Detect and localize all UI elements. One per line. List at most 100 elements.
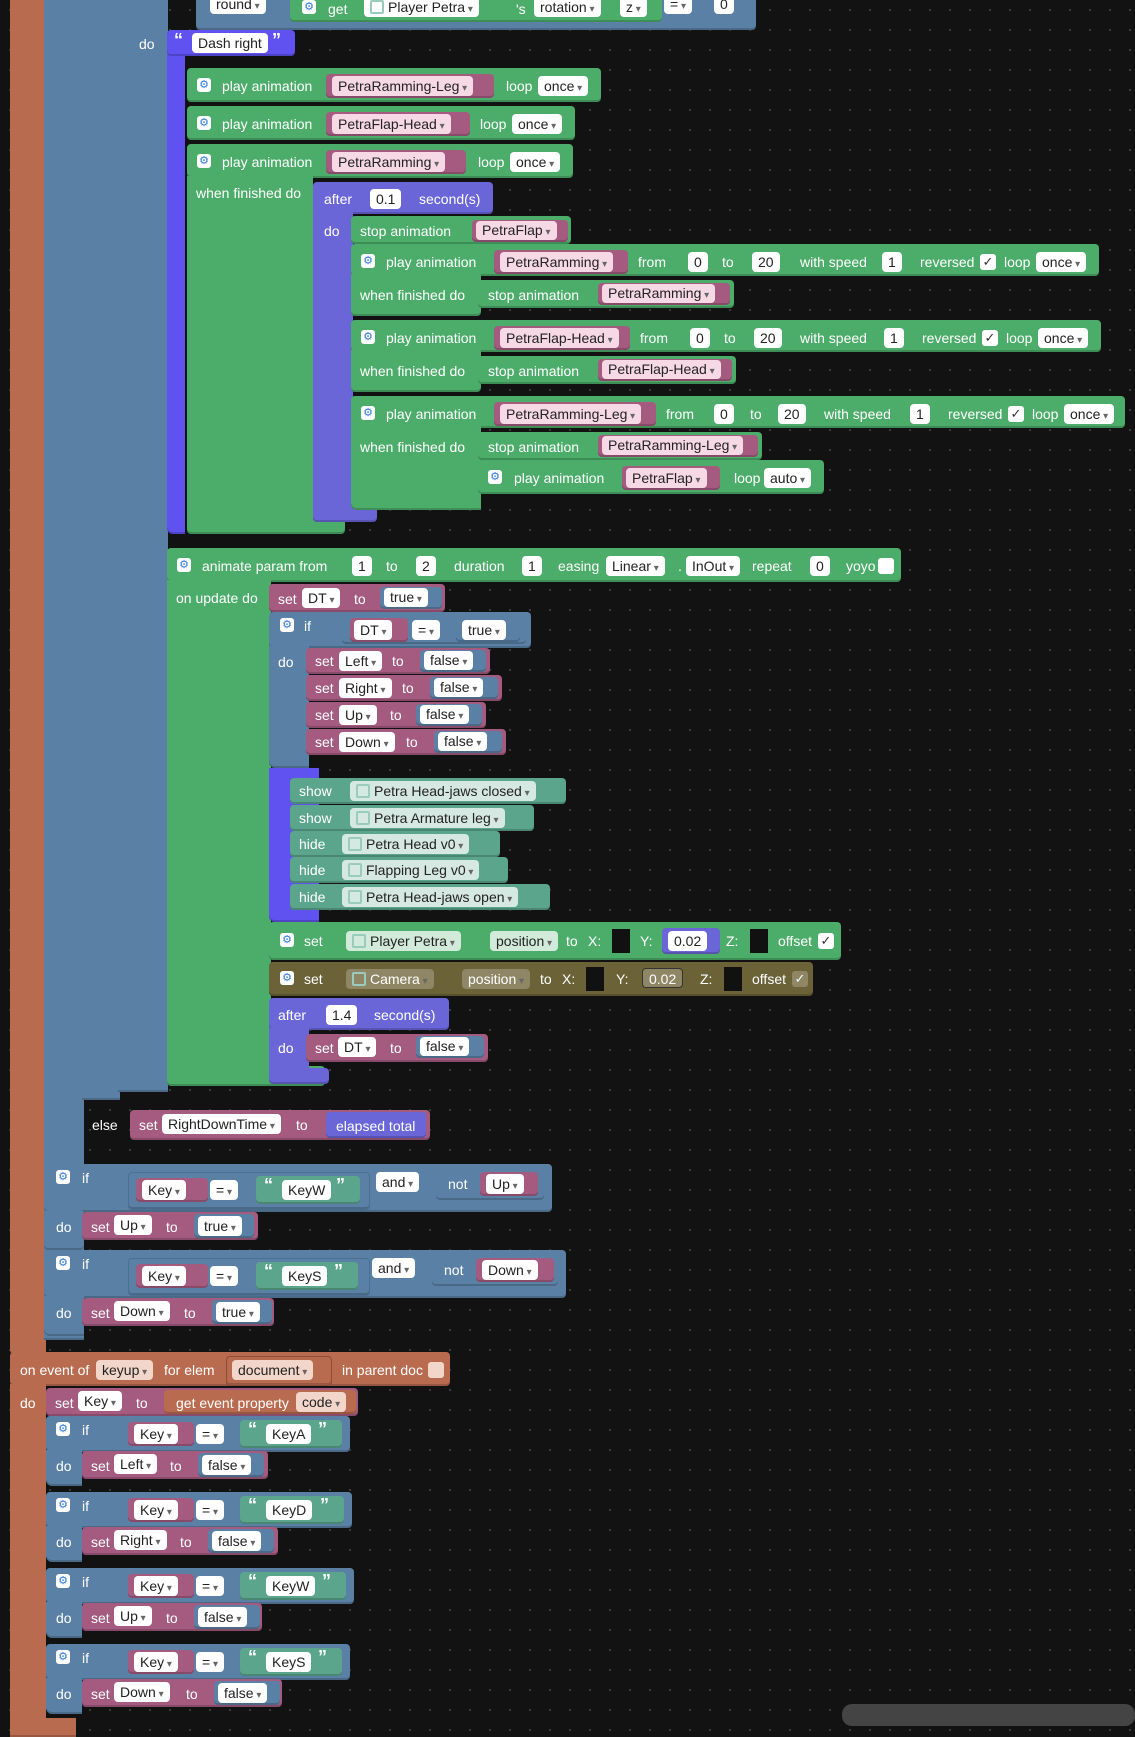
object-dropdown[interactable]: Petra Head-jaws open xyxy=(342,887,519,907)
gear-icon[interactable]: ⚙ xyxy=(56,1498,70,1512)
range-play-block[interactable] xyxy=(351,320,1101,352)
offset-checkbox[interactable]: ✓ xyxy=(818,933,834,949)
bool-dropdown[interactable]: false xyxy=(434,678,484,697)
var-dropdown[interactable]: Key xyxy=(142,1266,186,1286)
op-dropdown[interactable]: = xyxy=(196,1576,224,1596)
op-dropdown[interactable]: = xyxy=(196,1500,224,1520)
var-dropdown[interactable]: Down xyxy=(114,1301,170,1321)
reversed-checkbox[interactable]: ✓ xyxy=(1008,406,1024,422)
after-seconds-field[interactable]: 0.1 xyxy=(370,189,402,209)
speed-field[interactable]: 1 xyxy=(910,404,930,424)
from-field[interactable]: 0 xyxy=(714,404,734,424)
text-field[interactable]: KeyS xyxy=(266,1652,312,1672)
if-frame[interactable] xyxy=(46,1526,82,1562)
gear-icon[interactable]: ⚙ xyxy=(56,1170,70,1184)
var-dropdown[interactable]: Left xyxy=(339,651,383,671)
loop-dropdown[interactable]: once xyxy=(1036,252,1087,272)
var-dropdown[interactable]: Key xyxy=(134,1424,178,1444)
parent-doc-checkbox[interactable] xyxy=(428,1362,444,1378)
gear-icon[interactable]: ⚙ xyxy=(197,116,211,130)
to-field[interactable]: 20 xyxy=(754,328,782,348)
var-dropdown[interactable]: Down xyxy=(482,1260,538,1280)
anim-dropdown[interactable]: PetraFlap-Head xyxy=(332,114,451,134)
gear-icon[interactable]: ⚙ xyxy=(56,1256,70,1270)
gear-icon[interactable]: ⚙ xyxy=(361,330,375,344)
loop-dropdown[interactable]: once xyxy=(512,114,563,134)
object-dropdown[interactable]: Petra Head-jaws closed xyxy=(350,781,536,801)
to-field[interactable]: 2 xyxy=(416,556,436,576)
speed-field[interactable]: 1 xyxy=(882,252,902,272)
dash-comment-frame[interactable] xyxy=(167,54,185,534)
property-dropdown[interactable]: position xyxy=(462,969,531,989)
y-field[interactable]: 0.02 xyxy=(668,931,708,951)
bool-dropdown[interactable]: true xyxy=(216,1302,260,1322)
anim-dropdown[interactable]: PetraRamming-Leg xyxy=(602,436,744,455)
offset-checkbox[interactable]: ✓ xyxy=(792,971,808,987)
anim-dropdown[interactable]: PetraRamming xyxy=(602,284,716,303)
bool-dropdown[interactable]: true xyxy=(384,588,428,607)
x-input-slot[interactable] xyxy=(586,967,604,991)
bool-dropdown[interactable]: true xyxy=(198,1216,242,1236)
if-frame[interactable] xyxy=(44,1296,84,1336)
loop-dropdown[interactable]: once xyxy=(510,152,561,172)
text-field[interactable]: KeyW xyxy=(266,1576,316,1596)
value-field[interactable]: 0 xyxy=(714,0,734,14)
y-field[interactable]: 0.02 xyxy=(642,968,684,988)
property-dropdown[interactable]: code xyxy=(296,1392,347,1412)
op-dropdown[interactable]: = xyxy=(210,1266,238,1286)
var-dropdown[interactable]: Up xyxy=(114,1215,152,1235)
var-dropdown[interactable]: Key xyxy=(134,1652,178,1672)
elapsed-block[interactable] xyxy=(326,1112,426,1138)
compare-op-dropdown[interactable]: = xyxy=(664,0,692,14)
bool-dropdown[interactable]: false xyxy=(202,1455,252,1475)
gear-icon[interactable]: ⚙ xyxy=(302,0,316,14)
range-play-frame[interactable] xyxy=(351,348,481,392)
gear-icon[interactable]: ⚙ xyxy=(280,618,294,632)
logic-op-dropdown[interactable]: and xyxy=(372,1258,416,1278)
text-field[interactable]: KeyS xyxy=(282,1266,328,1286)
reversed-checkbox[interactable]: ✓ xyxy=(982,330,998,346)
horizontal-scrollbar[interactable] xyxy=(842,1704,1135,1726)
anim-dropdown[interactable]: PetraFlap xyxy=(476,221,557,240)
gear-icon[interactable]: ⚙ xyxy=(280,933,294,947)
gear-icon[interactable]: ⚙ xyxy=(56,1422,70,1436)
bool-dropdown[interactable]: true xyxy=(462,620,506,640)
text-field[interactable]: KeyW xyxy=(282,1180,332,1200)
anim-dropdown[interactable]: PetraRamming xyxy=(332,152,446,172)
from-field[interactable]: 0 xyxy=(690,328,710,348)
z-input-slot[interactable] xyxy=(750,929,768,953)
to-field[interactable]: 20 xyxy=(778,404,806,424)
bool-dropdown[interactable]: false xyxy=(198,1607,248,1627)
op-dropdown[interactable]: = xyxy=(196,1652,224,1672)
anim-dropdown[interactable]: PetraRamming xyxy=(500,252,614,272)
gear-icon[interactable]: ⚙ xyxy=(177,558,191,572)
op-dropdown[interactable]: = xyxy=(210,1180,238,1200)
logic-op-dropdown[interactable]: and xyxy=(376,1172,420,1192)
var-dropdown[interactable]: DT xyxy=(338,1037,377,1057)
gear-icon[interactable]: ⚙ xyxy=(361,254,375,268)
object-dropdown[interactable]: Flapping Leg v0 xyxy=(342,860,480,880)
range-play-block[interactable] xyxy=(351,244,1099,276)
easing-dropdown[interactable]: Linear xyxy=(606,556,665,576)
var-dropdown[interactable]: Key xyxy=(134,1500,178,1520)
keydown-event-frame[interactable] xyxy=(10,0,46,1356)
bool-dropdown[interactable]: false xyxy=(420,1037,470,1056)
from-field[interactable]: 0 xyxy=(688,252,708,272)
object-dropdown[interactable]: Player Petra xyxy=(364,0,479,17)
var-dropdown[interactable]: Right xyxy=(114,1530,167,1550)
to-field[interactable]: 20 xyxy=(752,252,780,272)
loop-dropdown[interactable]: once xyxy=(1038,328,1089,348)
gear-icon[interactable]: ⚙ xyxy=(197,154,211,168)
var-dropdown[interactable]: Down xyxy=(114,1682,170,1702)
event-frame[interactable] xyxy=(10,1384,46,1737)
gear-icon[interactable]: ⚙ xyxy=(280,971,294,985)
var-dropdown[interactable]: Key xyxy=(134,1576,178,1596)
property-dropdown[interactable]: position xyxy=(490,931,559,951)
if-frame[interactable] xyxy=(46,1678,82,1714)
property-dropdown[interactable]: rotation xyxy=(534,0,601,17)
bool-dropdown[interactable]: false xyxy=(212,1531,262,1551)
if-frame[interactable] xyxy=(269,646,309,768)
range-play-frame[interactable] xyxy=(351,272,481,316)
if-frame[interactable] xyxy=(46,1450,82,1486)
var-dropdown[interactable]: DT xyxy=(302,588,341,608)
